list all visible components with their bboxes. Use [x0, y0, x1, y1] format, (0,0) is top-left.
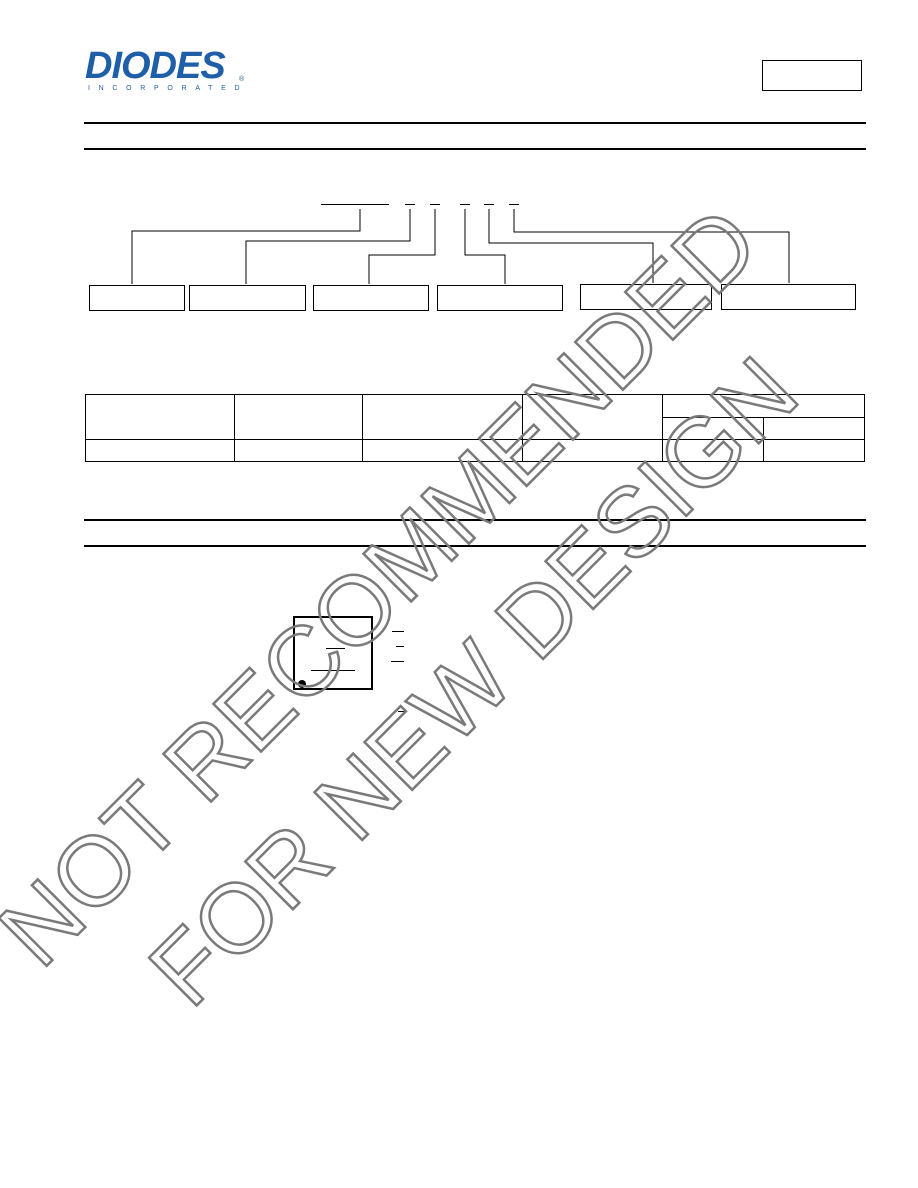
section-rule-top — [84, 122, 866, 124]
registered-mark: ® — [239, 76, 245, 83]
marking-overbars — [311, 631, 407, 712]
leader-1 — [131, 209, 361, 284]
company-logo-subtext: INCORPORATED — [88, 85, 249, 92]
leader-2 — [245, 209, 411, 284]
section-rule-bottom — [84, 148, 866, 150]
ordering-table — [85, 394, 865, 462]
table-header-cell — [362, 394, 523, 440]
leader-5 — [488, 209, 654, 283]
pin1-dot-icon — [298, 680, 306, 688]
leader-6 — [513, 209, 790, 283]
table-row — [85, 439, 865, 462]
package-marking-outline — [293, 616, 373, 690]
code-box-1 — [89, 285, 185, 311]
table-cell — [763, 439, 865, 462]
leader-4 — [464, 209, 506, 284]
code-box-2 — [189, 285, 306, 311]
code-box-3 — [313, 285, 429, 311]
part-number-box — [762, 60, 862, 91]
code-box-6 — [721, 284, 856, 310]
code-box-5 — [580, 284, 712, 310]
table-header-group-cell — [662, 394, 865, 418]
section-rule-top-2 — [84, 519, 866, 521]
leader-3 — [368, 209, 436, 284]
company-logo: DIODES — [85, 45, 226, 87]
section-rule-bottom-2 — [84, 545, 866, 547]
ordering-code-diagram — [131, 204, 790, 284]
code-box-4 — [437, 285, 563, 311]
